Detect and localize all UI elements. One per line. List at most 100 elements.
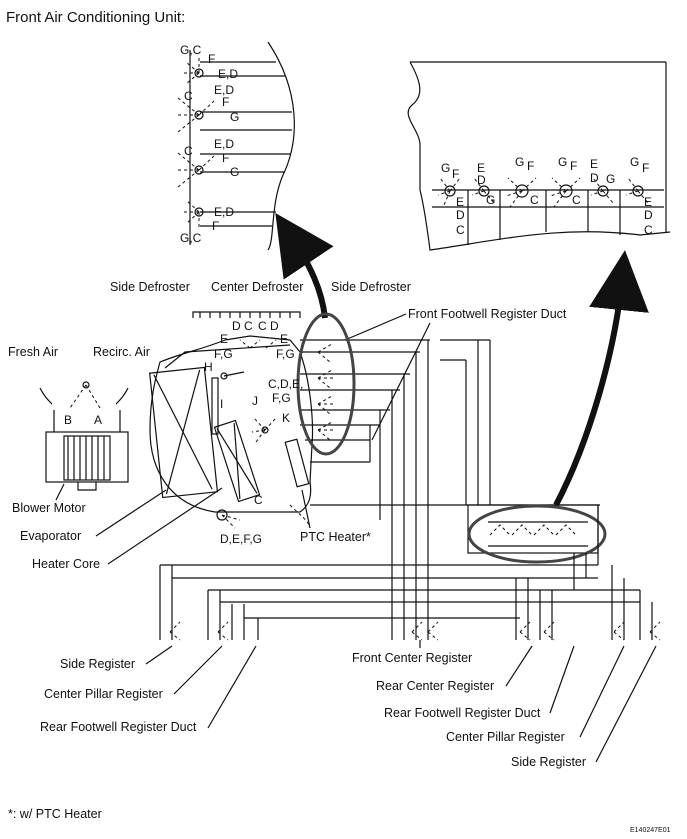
- label-side-register-left: Side Register: [60, 657, 135, 671]
- register-label: F: [570, 159, 577, 173]
- damper-label: G: [230, 110, 239, 124]
- damper-label: G,C: [180, 43, 202, 57]
- damper-pivot: [194, 165, 204, 175]
- damper-label: C,D,E,: [268, 377, 303, 391]
- damper-label: C: [258, 319, 267, 333]
- damper-label: I: [220, 397, 223, 411]
- register-label: G: [486, 193, 495, 207]
- label-fresh-air: Fresh Air: [8, 345, 58, 359]
- damper-label: B: [64, 413, 72, 427]
- label-side-defroster-left: Side Defroster: [110, 280, 190, 294]
- damper-label: F,G: [272, 391, 291, 405]
- register-pivot: [515, 184, 529, 198]
- label-center-pillar-register-right: Center Pillar Register: [446, 730, 565, 744]
- damper-label: E,D: [214, 205, 234, 219]
- label-rear-center-register: Rear Center Register: [376, 679, 494, 693]
- register-label: E: [456, 195, 464, 209]
- damper-label: C: [244, 319, 253, 333]
- damper-label: F: [208, 52, 215, 66]
- main-unit: [39, 311, 607, 640]
- label-front-footwell-register-duct: Front Footwell Register Duct: [408, 307, 567, 321]
- register-label: E: [477, 161, 485, 175]
- damper-label: C: [184, 144, 193, 158]
- register-detail: G F E D C E D G G F C G F C E D G G F E …: [407, 61, 671, 251]
- damper-label: E,D: [218, 67, 238, 81]
- register-label: G: [558, 155, 567, 169]
- label-recirc-air: Recirc. Air: [93, 345, 150, 359]
- register-label: D: [644, 208, 653, 222]
- evaporator-core: [149, 366, 219, 499]
- damper-label: A: [94, 413, 102, 427]
- label-ptc-heater: PTC Heater*: [300, 530, 371, 544]
- label-center-pillar-register-left: Center Pillar Register: [44, 687, 163, 701]
- intake-door-pivot: [82, 381, 90, 389]
- register-pivot: [559, 184, 573, 198]
- register-label: G: [515, 155, 524, 169]
- label-heater-core: Heater Core: [32, 557, 100, 571]
- blower-motor-unit: [45, 410, 129, 491]
- highlight-ellipse-left: [296, 312, 356, 456]
- register-label: E: [644, 195, 652, 209]
- damper-label: K: [282, 411, 290, 425]
- register-label: C: [530, 193, 539, 207]
- diagram-title: Front Air Conditioning Unit:: [6, 9, 185, 26]
- damper-label: J: [252, 394, 258, 408]
- damper-label: D: [232, 319, 241, 333]
- label-side-defroster-right: Side Defroster: [331, 280, 411, 294]
- register-label: G: [441, 161, 450, 175]
- damper-label: E,D: [214, 83, 234, 97]
- damper-pivot: [194, 68, 204, 78]
- lower-ducts: [159, 505, 661, 641]
- register-label: E: [590, 157, 598, 171]
- register-label: C: [644, 223, 653, 237]
- register-pivot: [444, 185, 456, 197]
- register-label: D: [456, 208, 465, 222]
- damper-label: D,E,F,G: [220, 532, 262, 546]
- damper-label: F,G: [276, 347, 295, 361]
- register-label: D: [477, 173, 486, 187]
- bottom-door-pivot: [216, 509, 228, 521]
- highlight-ellipse-right: [467, 504, 607, 564]
- label-side-register-right: Side Register: [511, 755, 586, 769]
- zoom-arrow-left: [275, 213, 334, 319]
- damper-label: G,C: [180, 231, 202, 245]
- damper-label: F: [212, 219, 219, 233]
- damper-label: D: [270, 319, 279, 333]
- damper-label: E: [280, 332, 288, 346]
- register-label: G: [630, 155, 639, 169]
- damper-label: F,G: [214, 347, 233, 361]
- label-front-center-register: Front Center Register: [352, 651, 472, 665]
- damper-label: G: [230, 165, 239, 179]
- footnote: *: w/ PTC Heater: [8, 807, 102, 821]
- defroster-detail: G,C F E,D E,D C F G C E,D F G E,D F G,C: [176, 41, 295, 251]
- damper-label: C: [184, 89, 193, 103]
- ptc-heater-element: [284, 438, 310, 488]
- label-rear-footwell-register-duct-right: Rear Footwell Register Duct: [384, 706, 541, 720]
- label-rear-footwell-register-duct-left: Rear Footwell Register Duct: [40, 720, 197, 734]
- register-label: C: [456, 223, 465, 237]
- damper-label: E: [220, 332, 228, 346]
- damper-pivot: [194, 110, 204, 120]
- damper-label: H: [204, 360, 213, 374]
- heater-core: [213, 419, 261, 503]
- reference-code: E140247E01: [630, 827, 671, 834]
- register-label: C: [572, 193, 581, 207]
- register-label: D: [590, 171, 599, 185]
- label-evaporator: Evaporator: [20, 529, 81, 543]
- damper-label: E,D: [214, 137, 234, 151]
- register-label: G: [606, 172, 615, 186]
- register-pivot: [632, 185, 644, 197]
- register-label: F: [452, 167, 459, 181]
- register-label: F: [642, 161, 649, 175]
- damper-label: C: [254, 493, 263, 507]
- register-pivot: [478, 185, 490, 197]
- register-pivot: [597, 185, 609, 197]
- damper-label: F: [222, 151, 229, 165]
- damper-pivot: [194, 207, 204, 217]
- damper-label: F: [222, 95, 229, 109]
- label-center-defroster: Center Defroster: [211, 280, 303, 294]
- zoom-arrow-right: [553, 250, 649, 507]
- label-blower-motor: Blower Motor: [12, 501, 86, 515]
- register-label: F: [527, 159, 534, 173]
